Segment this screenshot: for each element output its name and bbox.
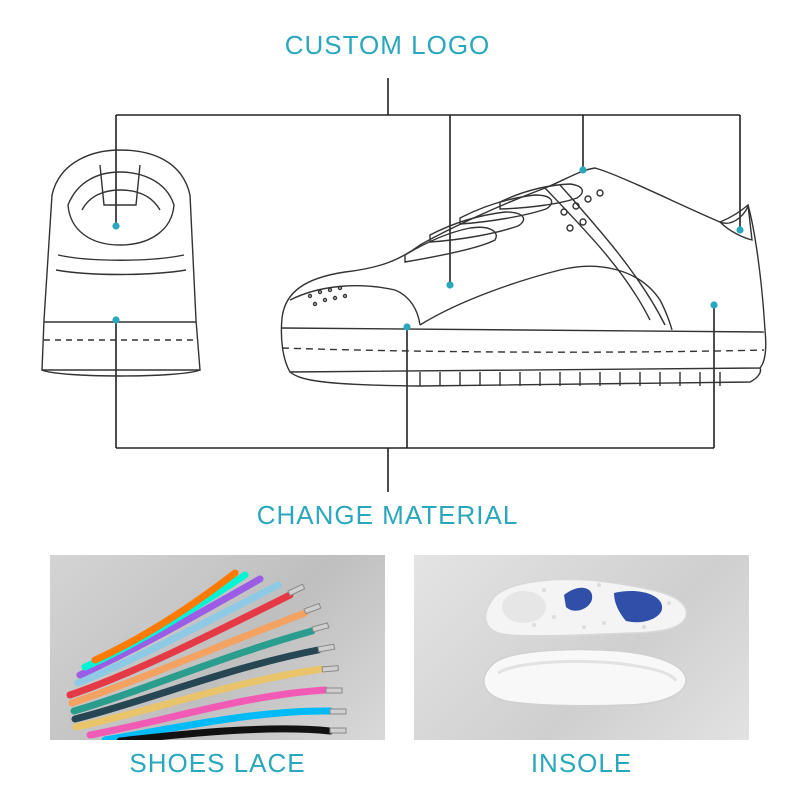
change-material-leader-lines	[115, 305, 715, 492]
change-material-title: CHANGE MATERIAL	[256, 500, 519, 530]
shoes-lace-label: SHOES LACE	[129, 748, 306, 778]
laces-photo	[50, 555, 385, 740]
colorful-laces-icon	[66, 569, 347, 740]
shoe-customization-diagram	[41, 78, 767, 492]
insole-photo	[414, 555, 749, 740]
custom-logo-leader-lines	[115, 78, 741, 285]
insole-label: INSOLE	[530, 748, 633, 778]
insole-icon	[483, 578, 688, 707]
custom-logo-title: CUSTOM LOGO	[284, 30, 491, 60]
callout-dots	[112, 166, 744, 331]
sole-tread	[419, 372, 721, 386]
side-shoe-icon	[280, 167, 767, 387]
rear-shoe-icon	[41, 149, 201, 377]
